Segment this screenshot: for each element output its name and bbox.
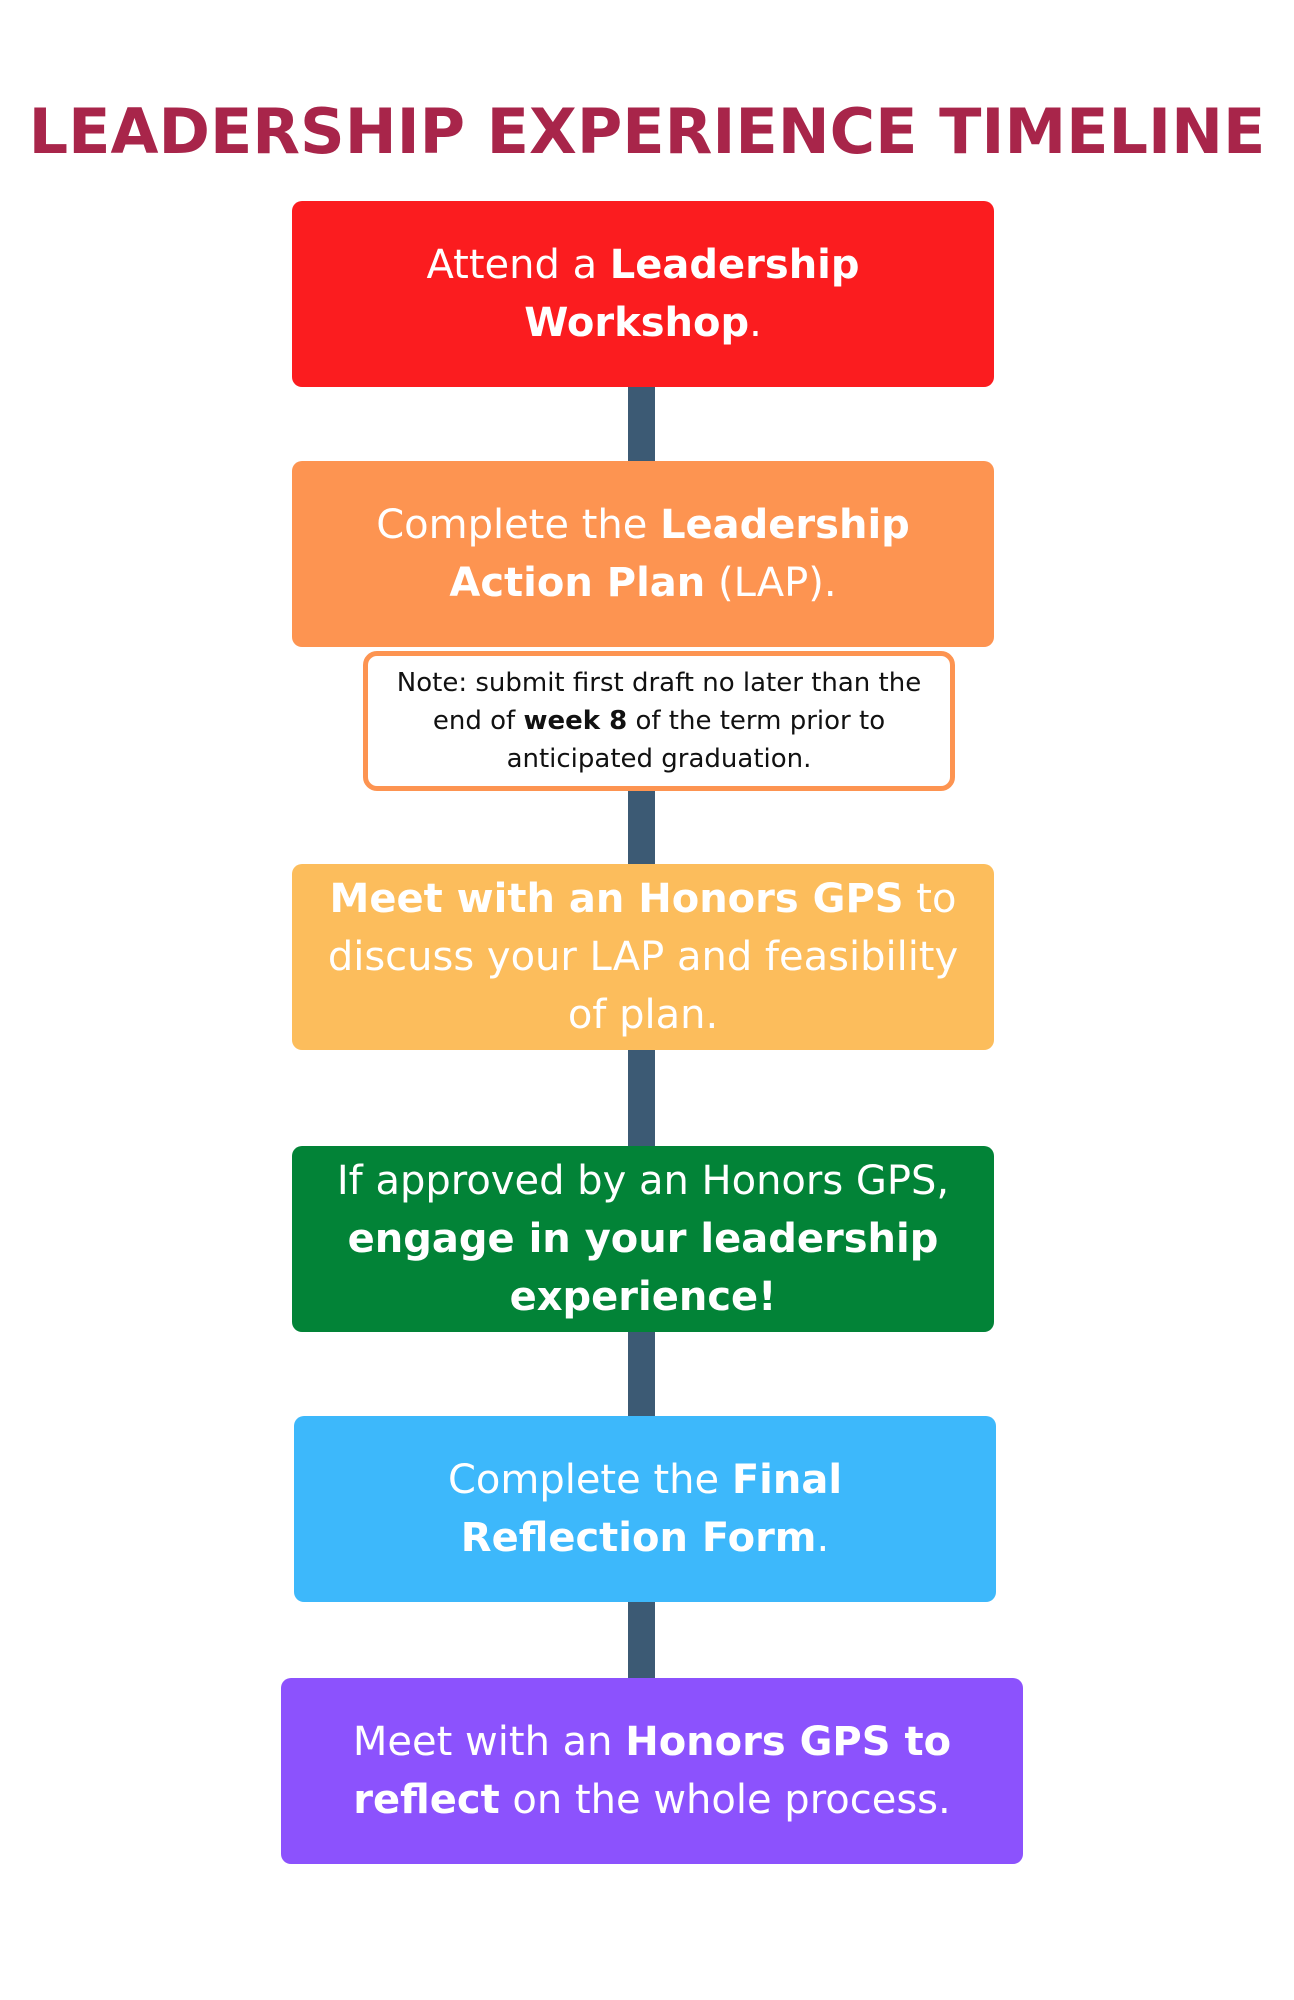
step-5-pre: Complete the [447,1457,732,1503]
step-2-complete-lap: Complete the Leadership Action Plan (LAP… [292,461,994,647]
step-2-pre: Complete the [376,502,661,548]
timeline-connector [628,791,655,864]
step-3-text: Meet with an Honors GPS to discuss your … [306,870,980,1044]
timeline-connector [628,1602,655,1678]
step-4-pre: If approved by an Honors GPS, [336,1158,950,1204]
step-6-bold: Honors GPS to reflect [353,1719,952,1823]
note-bold: week 8 [523,706,628,736]
timeline-connector [628,387,655,461]
step-5-bold: Final Reflection Form [460,1457,843,1561]
step-6-post: on the whole process. [499,1777,951,1823]
timeline-connector [628,1332,655,1416]
step-1-attend-workshop: Attend a Leadership Workshop. [292,201,994,387]
step-3-bold: Meet with an Honors GPS [329,876,904,922]
step-6-text: Meet with an Honors GPS to reflect on th… [331,1713,973,1829]
step-2-post: (LAP). [705,560,837,606]
step-5-final-reflection: Complete the Final Reflection Form. [294,1416,996,1602]
page-title: LEADERSHIP EXPERIENCE TIMELINE [28,95,1266,168]
step-4-text: If approved by an Honors GPS, engage in … [306,1152,980,1326]
step-4-engage-leadership: If approved by an Honors GPS, engage in … [292,1146,994,1332]
step-1-pre: Attend a [426,242,610,288]
step-5-text: Complete the Final Reflection Form. [334,1451,956,1567]
note-post: of the term prior to anticipated graduat… [506,706,886,774]
step-6-reflect-with-gps: Meet with an Honors GPS to reflect on th… [281,1678,1023,1864]
step-4-bold: engage in your leadership experience! [347,1216,939,1320]
step-3-post: to discuss your LAP and feasibility of p… [327,876,959,1038]
step-2-bold: Leadership Action Plan [449,502,910,606]
note-text: Note: submit first draft no later than t… [380,664,938,778]
step-1-bold: Leadership Workshop [524,242,860,346]
step-5-post: . [816,1515,830,1561]
timeline-connector [628,1050,655,1146]
step-6-pre: Meet with an [352,1719,626,1765]
lap-deadline-note: Note: submit first draft no later than t… [363,651,955,791]
step-1-text: Attend a Leadership Workshop. [306,236,980,352]
step-3-meet-honors-gps: Meet with an Honors GPS to discuss your … [292,864,994,1050]
step-2-text: Complete the Leadership Action Plan (LAP… [312,496,974,612]
step-1-post: . [749,300,762,346]
note-pre: Note: submit first draft no later than t… [396,668,922,736]
